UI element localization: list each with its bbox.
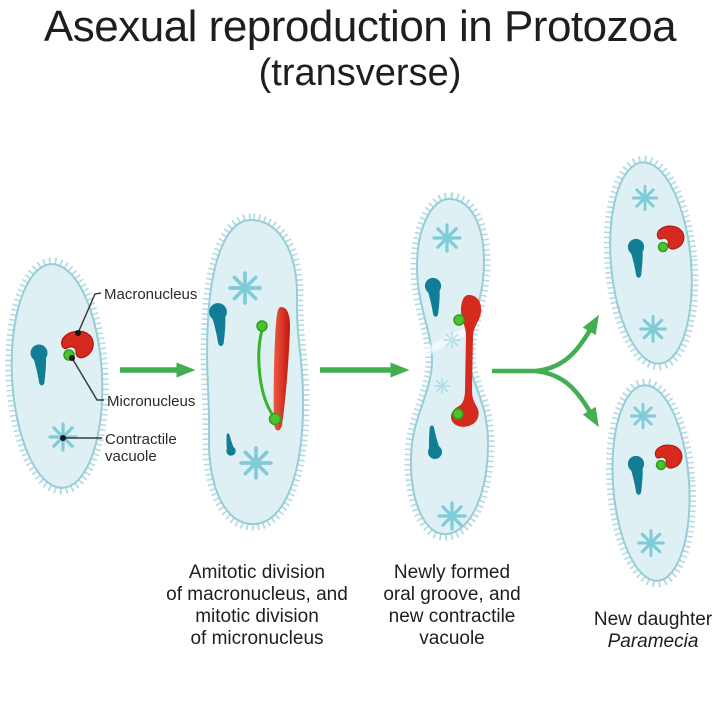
stage2-caption-line4: of micronucleus [190, 628, 324, 649]
micronucleus-pointer-dot [69, 355, 75, 361]
micronucleus-shape [655, 459, 667, 471]
stage3-caption-line4: vacuole [419, 628, 485, 649]
micronucleus-pointer-line [71, 357, 104, 401]
micronucleus-shape [452, 408, 464, 420]
daughter-caption: New daughter Paramecia [575, 609, 720, 653]
micronucleus-label: Micronucleus [107, 393, 196, 410]
dividing-macronucleus-shape [450, 294, 482, 427]
stage2-caption-line3: mitotic division [195, 606, 319, 627]
contractile-vacuole-icon [629, 402, 657, 430]
contractile-vacuole-icon [239, 446, 273, 480]
new-contractile-vacuole-icon [433, 377, 451, 395]
daughter-paramecium-top [603, 155, 699, 371]
cell-membrane [609, 161, 693, 365]
micronucleus-shape [256, 320, 268, 332]
stage3-caption-line1: Newly formed [393, 562, 511, 583]
micronucleus-shape [268, 412, 282, 426]
contractile-vacuole-icon [228, 271, 262, 305]
fork-arrow [492, 314, 599, 428]
daughter-paramecium-bottom [605, 378, 697, 588]
daughter-caption-line2: Paramecia [607, 631, 699, 652]
parent-paramecium [5, 257, 109, 495]
contractile-vacuole-label: Contractile vacuole [105, 431, 177, 465]
elongated-macronucleus-shape [273, 307, 290, 431]
title-sub: (transverse) [258, 52, 462, 94]
fork-arrow-up [535, 314, 599, 374]
contractile-vacuole-label-line1: Contractile [105, 431, 177, 448]
cell-membrane [611, 384, 691, 582]
contractile-vacuole-icon [639, 315, 667, 343]
stage2-caption-line2: of macronucleus, and [166, 584, 348, 605]
daughter-caption-line1: New daughter [593, 609, 713, 630]
cell-membrane [10, 263, 104, 489]
macronucleus-pointer-dot [75, 330, 81, 336]
macronucleus-pointer-line [77, 292, 102, 334]
contractile-vacuole-icon [437, 501, 467, 531]
fork-arrow-down [535, 368, 599, 428]
stage3-caption: Newly formed oral groove, and new contra… [368, 562, 536, 650]
stage3-caption-line2: oral groove, and [383, 584, 521, 605]
contractile-vacuole-icon [432, 223, 462, 253]
contractile-vacuole-label-line2: vacuole [105, 448, 157, 465]
micronucleus-spindle-line [257, 328, 274, 416]
title-main: Asexual reproduction in Protozoa [43, 2, 677, 51]
diagram-title: Asexual reproduction in Protozoa (transv… [0, 2, 720, 94]
contractile-vacuole-icon [631, 184, 659, 212]
stage2-caption-line1: Amitotic division [188, 562, 326, 583]
new-contractile-vacuole-icon [443, 331, 461, 349]
constricted-paramecium [404, 192, 495, 541]
contractile-vacuole-pointer-dot [60, 435, 66, 441]
stage3-caption-line3: new contractile [388, 606, 516, 627]
contractile-vacuole-icon [637, 529, 665, 557]
macronucleus-label: Macronucleus [104, 286, 198, 303]
dividing-paramecium [200, 213, 310, 531]
stage2-caption: Amitotic division of macronucleus, and m… [158, 562, 356, 650]
micronucleus-shape [657, 241, 669, 253]
cell-membrane [409, 197, 490, 536]
micronucleus-shape [453, 314, 465, 326]
